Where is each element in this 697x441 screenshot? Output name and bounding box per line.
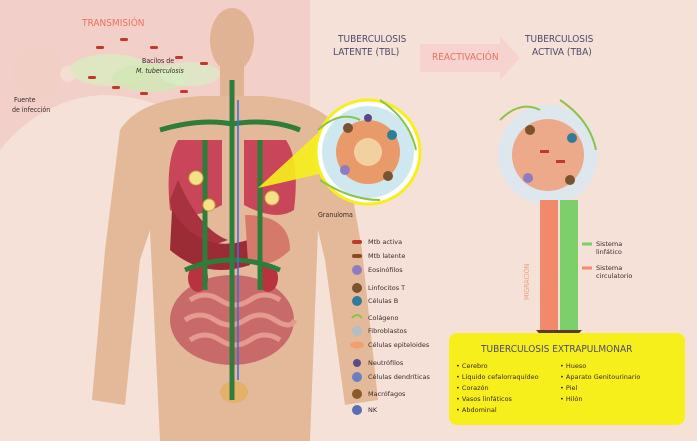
granuloma-label: Granuloma bbox=[318, 212, 353, 219]
neutrophil-icon bbox=[353, 359, 361, 367]
legend-item-label: Mtb latente bbox=[368, 252, 405, 260]
bacilli-label-line2: M. tuberculosis bbox=[136, 68, 184, 75]
extrapulmonary-site: Piel bbox=[560, 384, 577, 392]
legend-item-label: Células dendríticas bbox=[368, 373, 430, 381]
lymphatic-system-label: Sistema linfático bbox=[596, 240, 622, 256]
circulatory-system-label: Sistema circulatorio bbox=[596, 264, 632, 280]
lymphatic-line1: Sistema bbox=[596, 240, 622, 248]
circulatory-line2: circulatorio bbox=[596, 272, 632, 280]
macrophage-icon bbox=[352, 389, 362, 399]
latent-bacillus-icon bbox=[352, 254, 362, 258]
legend-item-label: Eosinófilos bbox=[368, 266, 403, 274]
extrapulmonary-site: Abdominal bbox=[456, 406, 497, 414]
legend-item-label: Células B bbox=[368, 297, 398, 305]
extrapulmonary-title: TUBERCULOSIS EXTRAPULMONAR bbox=[481, 344, 632, 355]
latent-title-line2: LATENTE (TBL) bbox=[333, 48, 399, 58]
extrapulmonary-site: Cerebro bbox=[456, 362, 488, 370]
active-title-line1: TUBERCULOSIS bbox=[525, 35, 593, 45]
active-bacillus-icon bbox=[352, 240, 362, 244]
eosinophil-icon bbox=[352, 265, 362, 275]
extrapulmonary-site: Hueso bbox=[560, 362, 586, 370]
legend-item-label: NK bbox=[368, 406, 377, 414]
lymphatic-vessel bbox=[560, 200, 578, 330]
dendritic-icon bbox=[352, 372, 362, 382]
legend-item-label: Neutrófilos bbox=[368, 359, 403, 367]
extrapulmonary-site: Hilón bbox=[560, 395, 583, 403]
active-granuloma-icon bbox=[498, 100, 598, 205]
epithelioid-icon bbox=[350, 342, 364, 349]
legend-item-label: Macrófagos bbox=[368, 390, 405, 398]
fibroblast-icon bbox=[352, 326, 362, 336]
source-label-line2: de infección bbox=[12, 107, 50, 114]
active-title-line2: ACTIVA (TBA) bbox=[532, 48, 592, 58]
latent-title-line1: TUBERCULOSIS bbox=[338, 35, 406, 45]
lymphatic-line2: linfático bbox=[596, 248, 622, 256]
legend-item-label: Mtb activa bbox=[368, 238, 402, 246]
migration-label: MIGRACIÓN bbox=[524, 264, 531, 300]
bacilli-label-line1: Bacilos de bbox=[142, 58, 174, 65]
b-cell-icon bbox=[352, 296, 362, 306]
legend-item-label: Fibroblastos bbox=[368, 327, 407, 335]
extrapulmonary-site: Corazón bbox=[456, 384, 489, 392]
latent-granuloma-icon bbox=[316, 100, 420, 204]
extrapulmonary-site: Líquido cefalorraquídeo bbox=[456, 373, 539, 381]
legend-item-label: Células epiteloides bbox=[368, 341, 429, 349]
circulatory-line1: Sistema bbox=[596, 264, 632, 272]
extrapulmonary-site: Aparato Genitourinario bbox=[560, 373, 640, 381]
legend-item-label: Colágeno bbox=[368, 314, 399, 322]
circulatory-vessel bbox=[540, 200, 558, 330]
nk-cell-icon bbox=[352, 405, 362, 415]
t-lymphocyte-icon bbox=[352, 283, 362, 293]
reactivation-label: REACTIVACIÓN bbox=[432, 53, 499, 63]
legend-item-label: Linfocitos T bbox=[368, 284, 405, 292]
source-label-line1: Fuente bbox=[14, 97, 35, 104]
extrapulmonary-site: Vasos linfáticos bbox=[456, 395, 512, 403]
transmission-title: TRANSMISIÓN bbox=[82, 19, 145, 29]
